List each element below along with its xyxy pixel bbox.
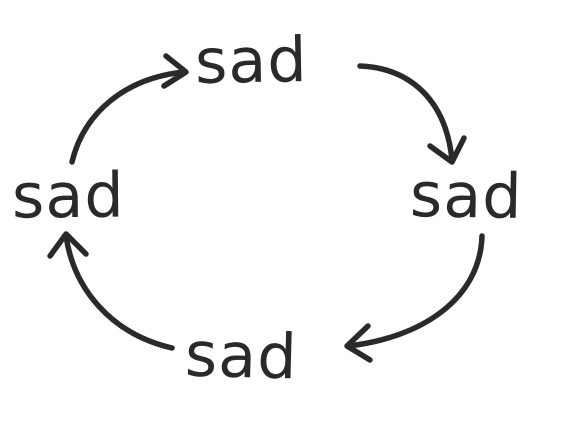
arrow-left-to-top-head <box>161 53 189 89</box>
arrow-top-to-right-head <box>427 135 467 165</box>
arrow-top-to-right <box>357 63 467 165</box>
arrow-bottom-to-left <box>47 231 175 351</box>
arrow-bottom-to-left-shaft <box>63 233 175 351</box>
arrow-right-to-bottom-shaft <box>345 233 485 349</box>
arrow-left-to-top-shaft <box>69 69 187 165</box>
arrow-left-to-top <box>69 53 189 165</box>
node-label-right: sad <box>409 158 524 233</box>
node-label-bottom: sad <box>184 317 299 394</box>
node-label-top: sad <box>194 23 309 98</box>
arrow-bottom-to-left-head <box>47 231 89 259</box>
arrow-right-to-bottom <box>344 233 485 363</box>
arrow-top-to-right-shaft <box>357 63 455 163</box>
arrow-right-to-bottom-head <box>344 323 373 363</box>
node-label-left: sad <box>11 158 125 233</box>
